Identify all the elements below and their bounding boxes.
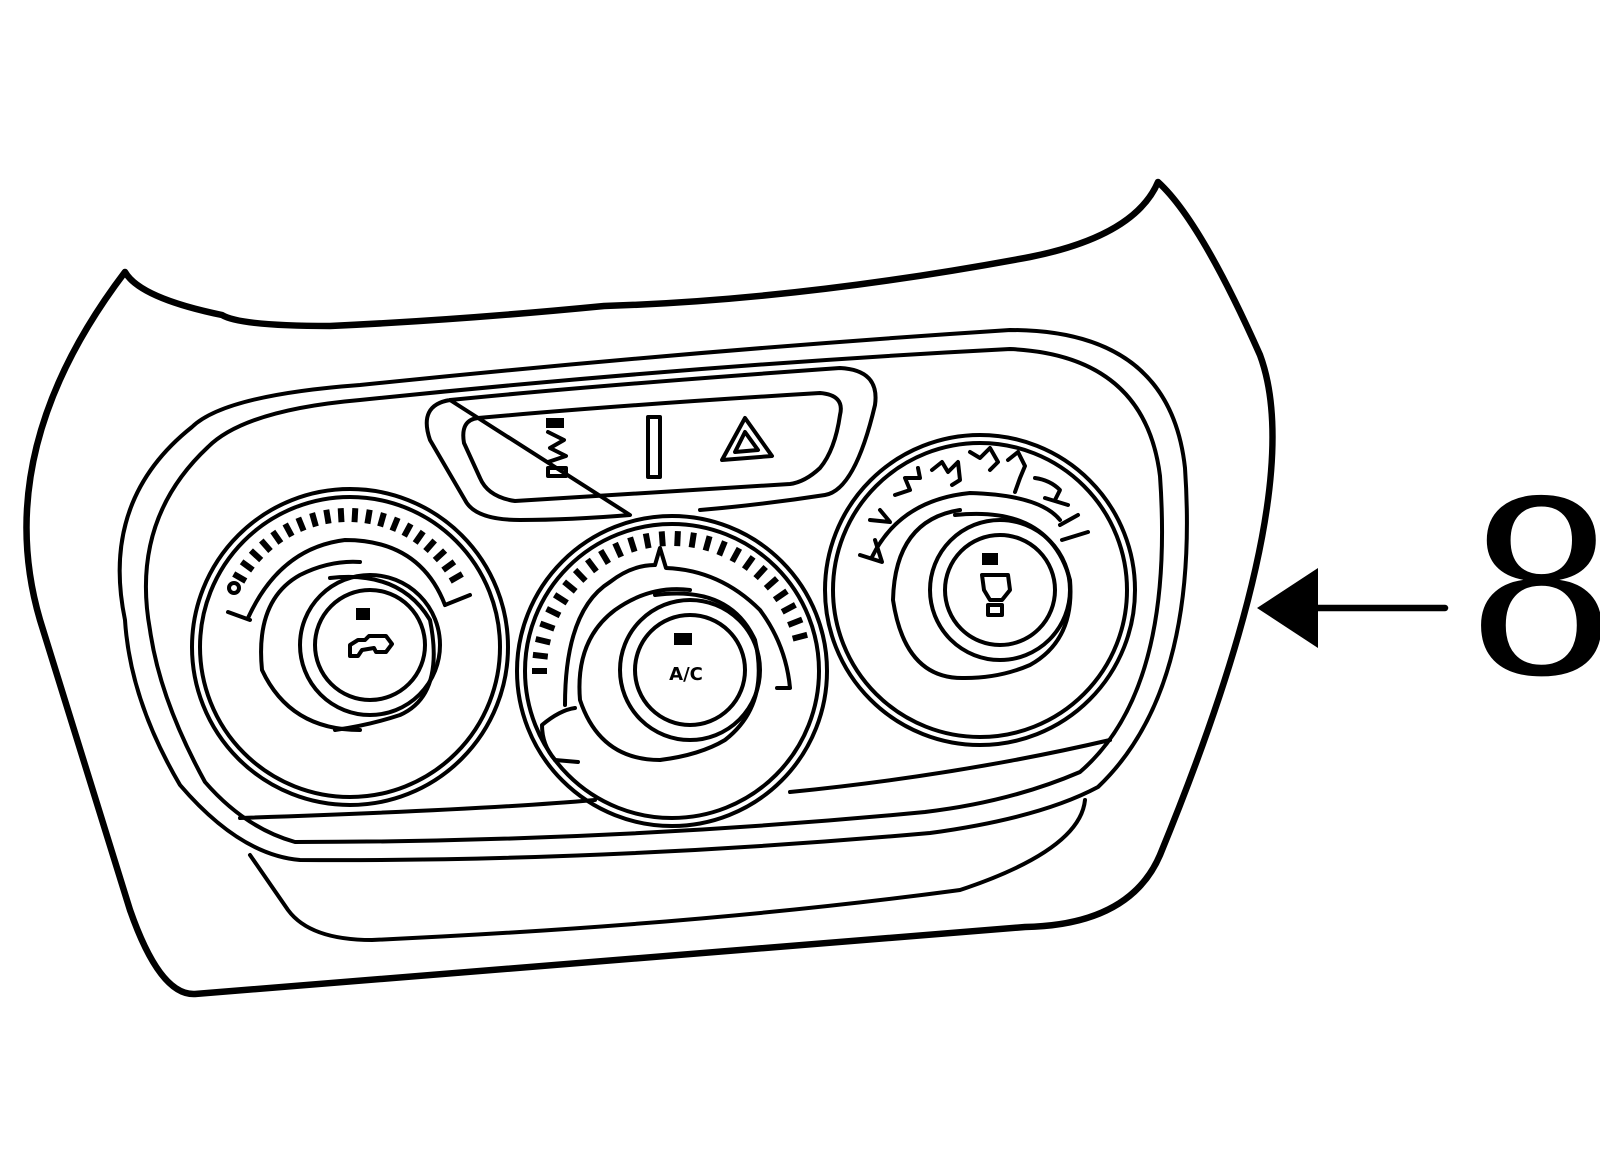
outer-dashboard-bezel — [23, 178, 1276, 998]
button-strip-outer — [424, 366, 878, 522]
dial-tick — [377, 512, 387, 528]
dial-tick — [364, 509, 373, 525]
dial-tick — [239, 559, 255, 573]
dial-tick — [763, 576, 779, 591]
air-distribution-knob[interactable] — [823, 433, 1137, 747]
button-strip-inner — [461, 391, 843, 503]
dial-tick — [412, 529, 426, 545]
air-distribution-scale-icons — [858, 446, 1090, 564]
dial-tick — [716, 540, 728, 557]
dial-tick — [572, 567, 588, 583]
dial-tick — [309, 512, 319, 528]
panel-housing-outer — [117, 328, 1189, 863]
dial-tick — [532, 651, 549, 660]
dial-tick — [642, 532, 652, 549]
dial-tick — [423, 538, 437, 553]
dial-tick — [351, 508, 359, 523]
center-indicator-bar — [646, 415, 662, 479]
dial-tick — [401, 522, 414, 538]
fan-speed-knob[interactable] — [190, 487, 510, 807]
dial-tick — [337, 508, 345, 523]
dial-tick — [295, 516, 307, 532]
dial-tick — [562, 579, 578, 594]
dial-tick — [702, 535, 713, 552]
dial-tick — [787, 616, 804, 628]
panel-lower-rail — [238, 738, 1112, 820]
panel-lower-lip — [248, 798, 1087, 942]
callout-arrowhead — [1257, 568, 1318, 648]
dial-tick — [552, 592, 569, 606]
hazard-warning-icon[interactable] — [720, 416, 774, 462]
fan-scale-stop-left — [226, 610, 252, 622]
callout-number-label: 8 — [1465, 450, 1600, 730]
dial-tick — [612, 541, 624, 559]
dial-tick — [432, 548, 448, 563]
dial-tick — [688, 532, 697, 548]
fan-speed-scale-ticks — [232, 508, 464, 584]
temperature-scale-ticks — [532, 530, 808, 674]
dial-tick — [259, 538, 273, 553]
dial-tick — [389, 516, 401, 532]
dial-tick — [729, 546, 743, 563]
dial-tick — [753, 564, 768, 581]
dial-tick — [448, 571, 464, 584]
dial-tick — [780, 602, 797, 615]
ac-button-label: A/C — [669, 664, 703, 685]
temperature-knob[interactable]: A/C — [515, 514, 829, 828]
dial-tick — [232, 571, 248, 584]
dial-tick — [791, 631, 808, 642]
dial-tick — [282, 522, 295, 538]
fan-icon — [348, 634, 394, 658]
dial-tick — [323, 509, 332, 525]
dial-tick — [535, 636, 551, 646]
dial-tick — [674, 530, 681, 547]
dial-tick — [658, 531, 666, 547]
fan-scale-stop-right — [443, 593, 472, 607]
dial-tick — [539, 620, 556, 632]
dial-tick — [585, 557, 599, 574]
dial-tick — [598, 548, 611, 565]
dial-tick — [772, 588, 789, 603]
dial-tick — [627, 536, 638, 553]
dial-tick — [270, 529, 284, 545]
dial-tick — [441, 559, 457, 573]
seat-heater-icon — [546, 418, 568, 478]
dial-tick — [545, 606, 562, 619]
windscreen-defrost-icon — [980, 573, 1012, 617]
panel-housing-inner — [143, 347, 1164, 844]
dial-tick — [741, 555, 756, 571]
fan-off-marker — [227, 581, 241, 595]
dial-tick — [248, 548, 264, 563]
